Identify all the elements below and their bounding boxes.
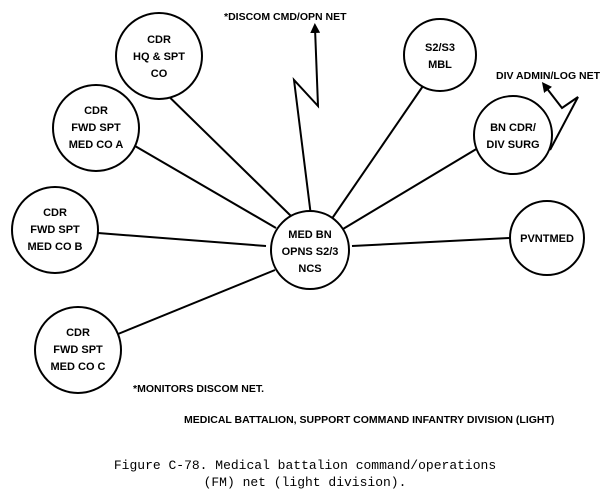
- link-hq-spt-co: [151, 79, 293, 218]
- figure-caption-line-1: Figure C-78. Medical battalion command/o…: [114, 458, 496, 473]
- node-cdr-fwd-spt-c: CDR FWD SPT MED CO C: [34, 306, 122, 394]
- node-c-line-1: CDR: [66, 327, 90, 339]
- node-hq-line-3: CO: [151, 68, 168, 80]
- node-pvntmed: PVNTMED: [509, 200, 585, 276]
- link-fwd-spt-b: [97, 232, 267, 247]
- node-a-line-1: CDR: [84, 105, 108, 117]
- node-hq-line-1: CDR: [147, 34, 171, 46]
- node-cdr-fwd-spt-a: CDR FWD SPT MED CO A: [52, 84, 140, 172]
- link-pvntmed: [351, 237, 511, 247]
- node-hq-line-2: HQ & SPT: [133, 51, 185, 63]
- link-s2-s3-mbl: [330, 85, 424, 221]
- node-pvntmed-line-1: PVNTMED: [520, 233, 574, 245]
- node-ncs-line-3: NCS: [298, 263, 321, 275]
- node-c-line-2: FWD SPT: [53, 344, 103, 356]
- footnote: *MONITORS DISCOM NET.: [133, 383, 264, 395]
- node-bncdr-line-1: BN CDR/: [490, 122, 536, 134]
- node-cdr-fwd-spt-b: CDR FWD SPT MED CO B: [11, 186, 99, 274]
- link-fwd-spt-a: [134, 145, 277, 229]
- node-s2s3-line-1: S2/S3: [425, 42, 455, 54]
- node-b-line-2: FWD SPT: [30, 224, 80, 236]
- unit-title: MEDICAL BATTALION, SUPPORT COMMAND INFAN…: [184, 414, 554, 426]
- node-a-line-3: MED CO A: [69, 139, 124, 151]
- node-bn-cdr-div-surg: BN CDR/ DIV SURG: [473, 95, 553, 175]
- link-bn-cdr-div-surg: [342, 147, 479, 230]
- node-ncs-line-1: MED BN: [288, 229, 331, 241]
- discom-net-label: *DISCOM CMD/OPN NET: [224, 11, 347, 23]
- node-ncs-line-2: OPNS S2/3: [282, 246, 339, 258]
- node-bncdr-line-2: DIV SURG: [486, 139, 539, 151]
- link-fwd-spt-c: [117, 269, 276, 335]
- node-s2-s3-mbl: S2/S3 MBL: [403, 18, 477, 92]
- node-c-line-3: MED CO C: [51, 361, 106, 373]
- node-cdr-hq-spt-co: CDR HQ & SPT CO: [115, 12, 203, 100]
- div-admin-log-net-label: DIV ADMIN/LOG NET: [496, 70, 601, 82]
- discom-net-link: [292, 23, 321, 217]
- div-admin-log-net-link: [541, 82, 579, 151]
- node-a-line-2: FWD SPT: [71, 122, 121, 134]
- net-links: [97, 79, 511, 335]
- figure-caption-line-2: (FM) net (light division).: [204, 475, 407, 490]
- node-b-line-1: CDR: [43, 207, 67, 219]
- node-s2s3-line-2: MBL: [428, 59, 452, 71]
- node-b-line-3: MED CO B: [28, 241, 83, 253]
- node-ncs: MED BN OPNS S2/3 NCS: [270, 210, 350, 290]
